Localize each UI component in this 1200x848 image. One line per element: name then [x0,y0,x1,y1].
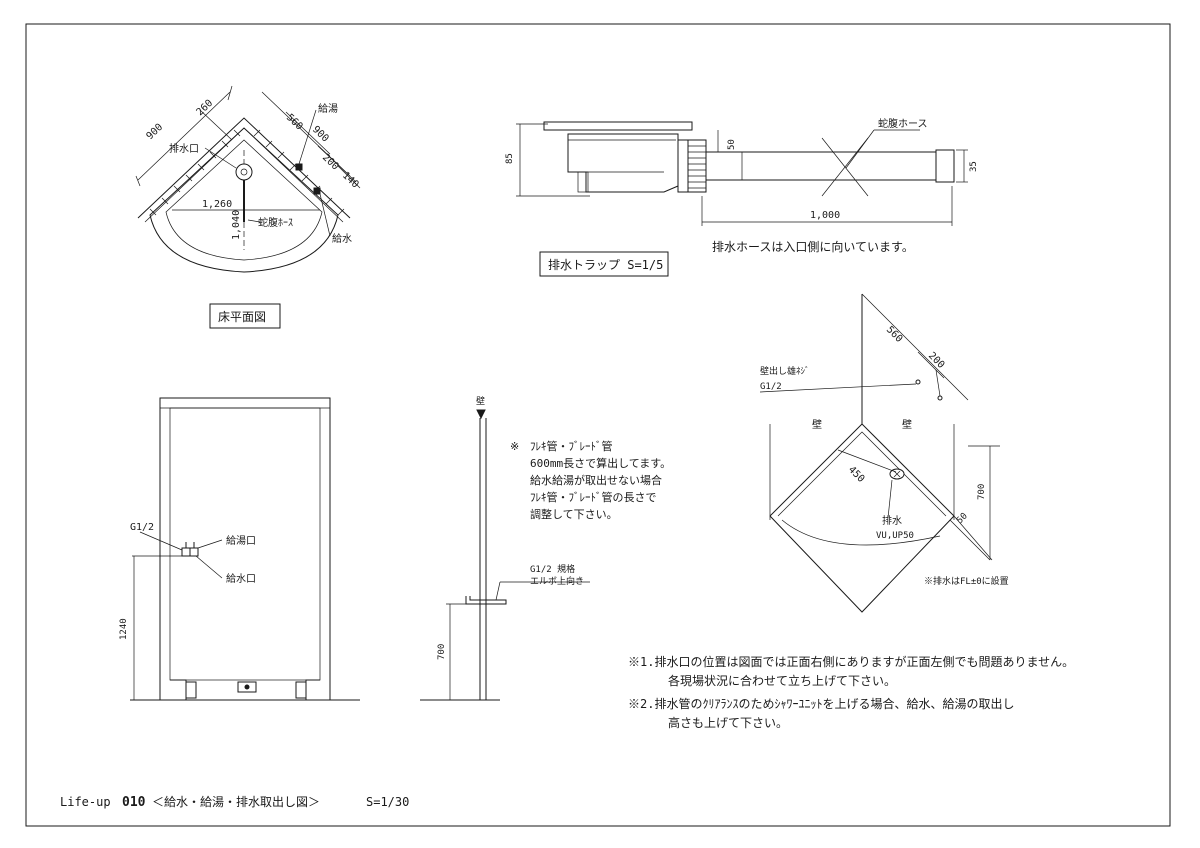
general-notes: ※1.排水口の位置は図面では正面右側にありますが正面左側でも問題ありません。 各… [628,654,1074,730]
isometric-view: 560 200 450 700 50 壁出し雄ﾈｼﾞ G1/2 壁 壁 排水 V… [759,293,1009,613]
iso-dim-200: 200 [926,350,947,371]
elbow-fitting [465,596,507,605]
trap-label-hose: 蛇腹ホース [878,117,928,130]
side-label-g12-spec: G1/2 規格 [530,563,575,575]
floor-plan-title-box [209,303,281,329]
trap-note: 排水ホースは入口側に向いています。 [712,239,914,254]
label-cold: 給水 [332,232,352,245]
trap-dim-50: 50 [727,139,737,150]
base-foot-right [295,681,307,699]
side-label-elbow: エルボ上向き [530,575,584,587]
trap-dim-85: 85 [505,153,515,164]
dim-900-right: 900 [310,124,331,144]
footer-scale: S=1/30 [366,795,409,809]
elev-label-g12: G1/2 [130,522,154,533]
shower-pan-outline [149,127,339,273]
footer-model: 010 [122,795,146,810]
dim-140: 140 [340,170,361,190]
footer-brand: Life-up [60,795,111,809]
note-2-line-1: ※2.排水管のｸﾘｱﾗﾝｽのためｼｬﾜｰﾕﾆｯﾄを上げる場合、給水、給湯の取出し [628,696,1014,711]
cold-port-symbol [189,547,199,557]
trap-title: 排水トラップ S=1/5 [548,258,663,272]
iso-dim-700: 700 [977,484,987,500]
side-dim-700: 700 [437,644,447,660]
base-foot-left [185,681,197,699]
flex-note-line-1: ﾌﾚｷ管・ﾌﾞﾚｰﾄﾞ管 [530,439,613,453]
cold-supply-marker [313,187,321,195]
flex-note: ※ ﾌﾚｷ管・ﾌﾞﾚｰﾄﾞ管 600mm長さで算出してます。 給水給湯が取出せな… [510,439,671,521]
trap-hose [705,151,937,181]
iso-dim-560: 560 [884,324,905,345]
hot-supply-marker [295,163,303,171]
iso-dim-50: 50 [955,511,970,526]
dim-1040: 1,040 [231,210,242,240]
elev-label-cold-port: 給水口 [226,572,256,585]
iso-label-wall-right: 壁 [902,418,912,431]
side-view: 壁 G1/2 規格 エルボ上向き 700 [420,395,590,701]
trap-coupling [687,139,707,193]
flex-note-line-2: 600mm長さで算出してます。 [530,456,671,470]
dim-900-left: 900 [145,122,166,142]
floor-plan-title: 床平面図 [218,310,266,324]
trap-dim-35: 35 [969,161,979,172]
iso-note-fl: ※排水はFL±0に設置 [924,575,1009,587]
drain-trap: 85 蛇腹ホース 50 35 1 [505,117,979,277]
note-1-line-2: 各現場状況に合わせて立ち上げて下さい。 [668,673,896,688]
trap-top-plate [543,121,693,131]
label-hose: 蛇腹ﾎｰｽ [258,216,293,229]
dim-200: 200 [320,152,341,172]
unit-outline [159,397,331,701]
base-drain-box [237,681,257,693]
iso-label-drain: 排水 [882,514,902,527]
label-drain: 排水口 [169,142,199,155]
note-2-line-2: 高さも上げて下さい。 [668,715,788,730]
flex-note-mark: ※ [510,440,519,453]
iso-label-wall-left: 壁 [812,418,822,431]
iso-dim-450: 450 [846,464,867,485]
label-hot: 給湯 [318,102,338,115]
iso-floor-edge [769,515,955,613]
iso-label-vu: VU,UP50 [876,531,914,541]
elev-dim-1240: 1240 [119,618,129,640]
trap-title-box [539,251,669,277]
floor-plan-walls [137,117,351,219]
floor-plan: 900 260 560 900 200 140 1,260 1,040 排水口 … [135,85,361,329]
sheet-frame [25,23,1171,827]
elev-label-hot-port: 給湯口 [226,534,256,547]
flex-note-line-4: ﾌﾚｷ管・ﾌﾞﾚｰﾄﾞ管の長さで [530,490,657,504]
side-label-wall: 壁 [476,395,485,407]
iso-label-g12: G1/2 [760,382,782,392]
dim-260: 260 [195,98,216,118]
front-elevation: G1/2 給湯口 給水口 1240 [119,397,360,701]
drain-hole [235,163,253,181]
iso-label-thread: 壁出し雄ﾈｼﾞ [760,365,810,377]
trap-body [567,133,679,193]
note-1-line-1: ※1.排水口の位置は図面では正面右側にありますが正面左側でも問題ありません。 [628,654,1074,669]
trap-dim-1000: 1,000 [810,210,840,221]
flex-note-line-3: 給水給湯が取出せない場合 [530,473,662,487]
flex-note-line-5: 調整して下さい。 [530,507,618,521]
footer: Life-up 010 ＜給水・給湯・排水取出し図＞ S=1/30 [60,795,409,810]
hot-port-symbol [181,547,191,557]
footer-title: ＜給水・給湯・排水取出し図＞ [152,795,320,809]
dim-1260: 1,260 [202,199,232,210]
